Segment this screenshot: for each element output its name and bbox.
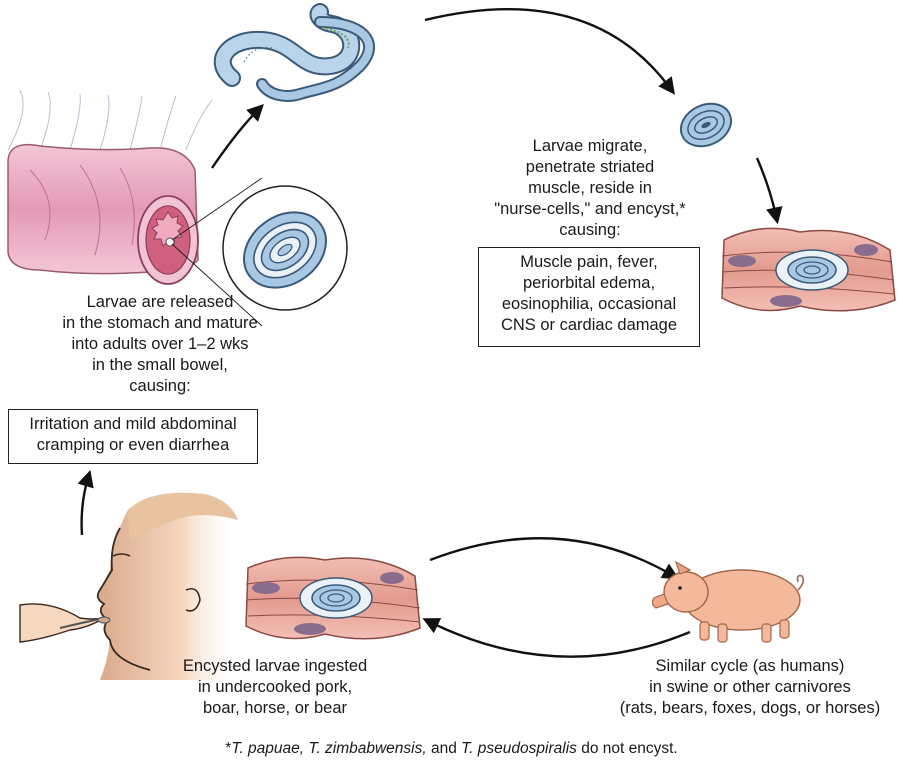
intestine-caption: Larvae are released in the stomach and m… (10, 292, 310, 397)
intestine-effects-box: Irritation and mild abdominal cramping o… (8, 409, 258, 464)
human-eating-icon (20, 493, 240, 680)
footnote: *T. papuae, T. zimbabwensis, and T. pseu… (0, 740, 903, 758)
pig-icon (652, 562, 803, 642)
arrow-adult-to-larva (425, 9, 670, 88)
arrow-muscle-to-pig (430, 538, 672, 575)
muscle-caption: Larvae migrate, penetrate striated muscl… (480, 136, 700, 241)
muscle-cyst-icon (722, 228, 895, 310)
arrow-larva-to-muscle (757, 158, 776, 216)
adult-worm-icon (223, 12, 369, 96)
ingestion-caption: Encysted larvae ingested in undercooked … (160, 656, 390, 719)
intestine-icon (8, 90, 347, 326)
arrow-pig-to-muscle (430, 622, 690, 657)
animal-cycle-caption: Similar cycle (as humans) in swine or ot… (600, 656, 900, 719)
muscle-effects-box: Muscle pain, fever, periorbital edema, e… (478, 247, 700, 347)
muscle-cyst-bottom-icon (246, 557, 420, 638)
arrow-human-to-intestine (82, 478, 88, 535)
arrow-intestine-to-adult (212, 110, 258, 168)
